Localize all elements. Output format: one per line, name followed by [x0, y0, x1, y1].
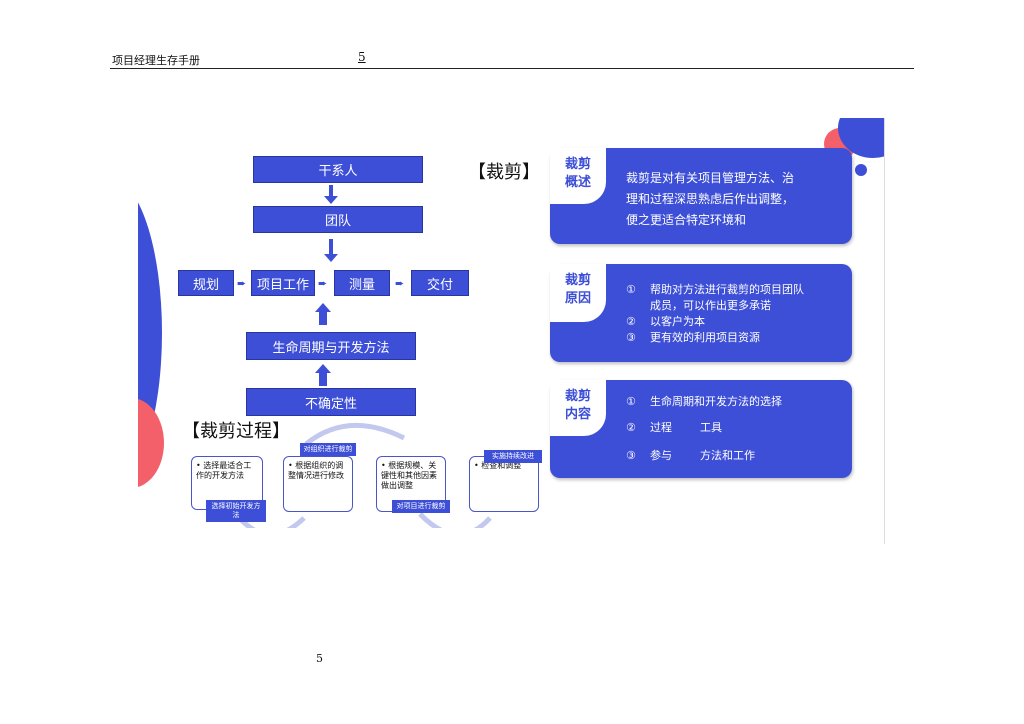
arrow-up-1	[319, 311, 327, 325]
measurement-box: 测量	[334, 270, 390, 296]
overview-line: 裁剪是对有关项目管理方法、治	[626, 171, 795, 185]
arrow-up-2	[319, 372, 327, 386]
content-item: ③ 参与 方法和工作	[626, 448, 755, 464]
process-step-2: • 根据组织的调整情况进行修改	[283, 456, 353, 512]
arrow-down-2-head	[324, 254, 338, 262]
overview-line: 便之更适合特定环境和	[626, 213, 747, 227]
tab-label: 概述	[564, 175, 591, 190]
reason-item: 成员，可以作出更多承诺	[626, 298, 771, 314]
arrow-down-2	[329, 239, 333, 255]
header-page-number: 5	[358, 50, 366, 64]
footer-page-number: 5	[316, 652, 323, 665]
item-text: 参与 方法和工作	[650, 449, 755, 462]
reasons-tab: 裁剪 原因	[550, 264, 606, 322]
arrow-right-3: ➨	[395, 277, 405, 290]
lifecycle-box: 生命周期与开发方法	[246, 332, 416, 360]
document-header-title: 项目经理生存手册	[112, 54, 200, 67]
item-number: ③	[626, 449, 636, 462]
process-title: 【裁剪过程】	[182, 421, 290, 442]
arrow-down-1	[329, 185, 333, 197]
delivery-box: 交付	[411, 270, 469, 296]
item-number: ③	[626, 331, 636, 344]
process-step-3-label: 对项目进行裁剪	[392, 500, 450, 513]
decorative-red-circle-left	[138, 398, 164, 488]
arrow-right-2: ➨	[318, 277, 328, 290]
tab-label: 裁剪	[564, 273, 591, 288]
tailoring-title: 【裁剪】	[468, 162, 540, 183]
content-card: 裁剪 内容 ① 生命周期和开发方法的选择 ② 过程 工具 ③ 参与 方法和工作	[550, 380, 852, 478]
process-step-2-label: 对组织进行裁剪	[300, 443, 356, 456]
item-number: ①	[626, 395, 636, 408]
tailoring-slide: 干系人 团队 规划 ➨ 项目工作 ➨ 测量 ➨ 交付 生命周期与开发方法 不确定…	[138, 118, 885, 544]
planning-box: 规划	[178, 270, 234, 296]
item-number: ②	[626, 421, 636, 434]
tab-label: 原因	[564, 291, 591, 306]
overview-text: 裁剪是对有关项目管理方法、治 理和过程深思熟虑后作出调整， 便之更适合特定环境和	[626, 168, 794, 231]
content-item: ① 生命周期和开发方法的选择	[626, 394, 782, 410]
item-text: 过程 工具	[650, 421, 722, 434]
header-divider	[110, 68, 914, 69]
team-box: 团队	[253, 206, 423, 233]
decorative-small-dot	[855, 164, 867, 176]
content-tab: 裁剪 内容	[550, 380, 606, 436]
reason-item: ① 帮助对方法进行裁剪的项目团队	[626, 282, 804, 298]
process-step-4-label: 实施持续改进	[484, 450, 542, 463]
item-number: ①	[626, 283, 636, 296]
process-step-text: • 根据规模、关键性和其他因素做出调整	[381, 461, 437, 490]
overview-line: 理和过程深思熟虑后作出调整，	[626, 192, 795, 206]
stakeholders-box: 干系人	[253, 156, 423, 183]
tab-label: 裁剪	[564, 157, 591, 172]
item-text: 以客户为本	[650, 315, 705, 328]
reasons-card: 裁剪 原因 ① 帮助对方法进行裁剪的项目团队 成员，可以作出更多承诺 ② 以客户为本…	[550, 264, 852, 362]
overview-tab: 裁剪 概述	[550, 148, 606, 204]
item-number: ②	[626, 315, 636, 328]
tab-label: 内容	[564, 407, 591, 422]
process-step-text: • 选择最适合工作的开发方法	[196, 461, 252, 480]
arrow-up-1-head	[315, 303, 331, 312]
process-step-text: • 检查和调整	[474, 461, 522, 470]
content-item: ② 过程 工具	[626, 420, 722, 436]
uncertainty-box: 不确定性	[246, 388, 416, 416]
reason-item: ② 以客户为本	[626, 314, 705, 330]
reason-item: ③ 更有效的利用项目资源	[626, 330, 760, 346]
arrow-down-1-head	[324, 196, 338, 204]
process-step-4: • 检查和调整	[469, 456, 539, 512]
item-text: 帮助对方法进行裁剪的项目团队	[650, 283, 804, 296]
arrow-right-1: ➨	[237, 277, 247, 290]
process-step-1-label: 选择初始开发方法	[206, 500, 266, 522]
process-step-text: • 根据组织的调整情况进行修改	[288, 461, 344, 480]
tab-label: 裁剪	[564, 389, 591, 404]
item-text: 更有效的利用项目资源	[650, 331, 760, 344]
item-text: 成员，可以作出更多承诺	[650, 299, 771, 312]
arrow-up-2-head	[315, 364, 331, 373]
project-work-box: 项目工作	[251, 270, 315, 296]
item-text: 生命周期和开发方法的选择	[650, 395, 782, 408]
overview-card: 裁剪 概述 裁剪是对有关项目管理方法、治 理和过程深思熟虑后作出调整， 便之更适…	[550, 148, 852, 244]
